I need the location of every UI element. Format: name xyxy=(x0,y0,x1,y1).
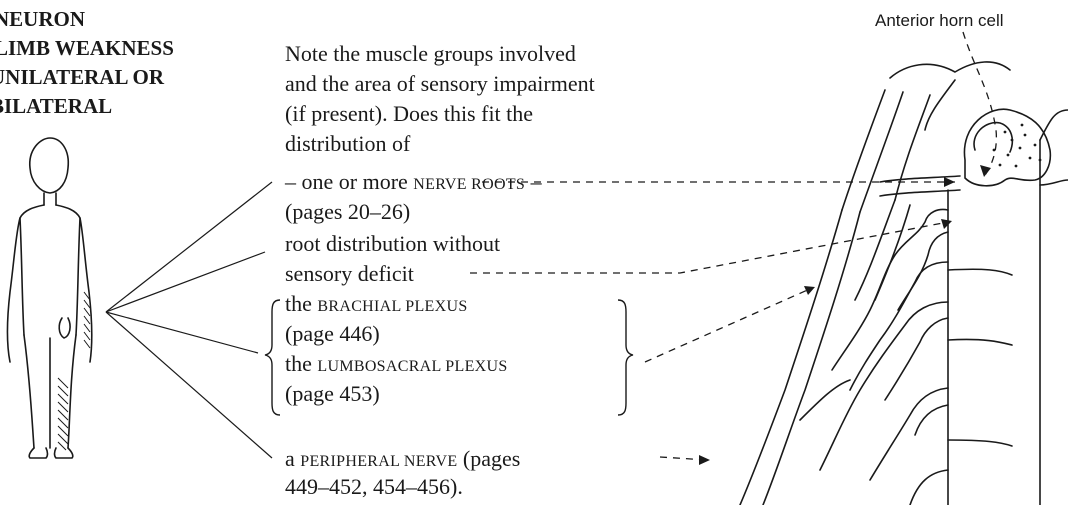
root-without-deficit-line-2: sensory deficit xyxy=(285,260,414,288)
lumbosacral-plexus-page: (page 453) xyxy=(285,380,380,408)
human-figure xyxy=(7,138,91,458)
option-nerve-roots: – one or more NERVE ROOTS – xyxy=(285,168,542,199)
option-brachial-plexus: the BRACHIAL PLEXUS xyxy=(285,290,468,321)
option-peripheral-nerve: a PERIPHERAL NERVE (pages xyxy=(285,445,520,476)
intro-line-2: and the area of sensory impairment xyxy=(285,70,595,98)
intro-line-3: (if present). Does this fit the xyxy=(285,100,533,128)
peripheral-prefix: a xyxy=(285,446,295,471)
peripheral-nerve-term: PERIPHERAL NERVE xyxy=(300,453,457,470)
heading-line-1: NEURON xyxy=(0,5,85,34)
lumbosacral-plexus-term: LUMBOSACRAL PLEXUS xyxy=(317,358,507,375)
fan-lines xyxy=(106,182,272,458)
intro-line-4: distribution of xyxy=(285,130,410,158)
peripheral-pages-open: (pages xyxy=(463,446,520,471)
heading-line-2: LIMB WEAKNESS xyxy=(0,34,174,63)
peripheral-nerve-pages: 449–452, 454–456). xyxy=(285,473,463,501)
nerve-roots-pages: (pages 20–26) xyxy=(285,198,410,226)
lumbosacral-prefix: the xyxy=(285,351,312,376)
root-without-deficit-line-1: root distribution without xyxy=(285,230,500,258)
intro-line-1: Note the muscle groups involved xyxy=(285,40,576,68)
nerve-roots-prefix: – one or more xyxy=(285,169,408,194)
brachial-plexus-page: (page 446) xyxy=(285,320,380,348)
spinal-cord-illustration xyxy=(740,62,1068,505)
anterior-horn-cell-label: Anterior horn cell xyxy=(875,7,1004,35)
brachial-prefix: the xyxy=(285,291,312,316)
figure-shading xyxy=(58,292,90,450)
heading-line-4: BILATERAL xyxy=(0,92,112,121)
cell-body-stipple xyxy=(993,124,1042,168)
option-lumbosacral-plexus: the LUMBOSACRAL PLEXUS xyxy=(285,350,508,381)
nerve-roots-term: NERVE ROOTS xyxy=(413,176,525,193)
nerve-roots-suffix: – xyxy=(531,169,542,194)
heading-line-3: UNILATERAL OR xyxy=(0,63,164,92)
brachial-plexus-term: BRACHIAL PLEXUS xyxy=(317,298,467,315)
